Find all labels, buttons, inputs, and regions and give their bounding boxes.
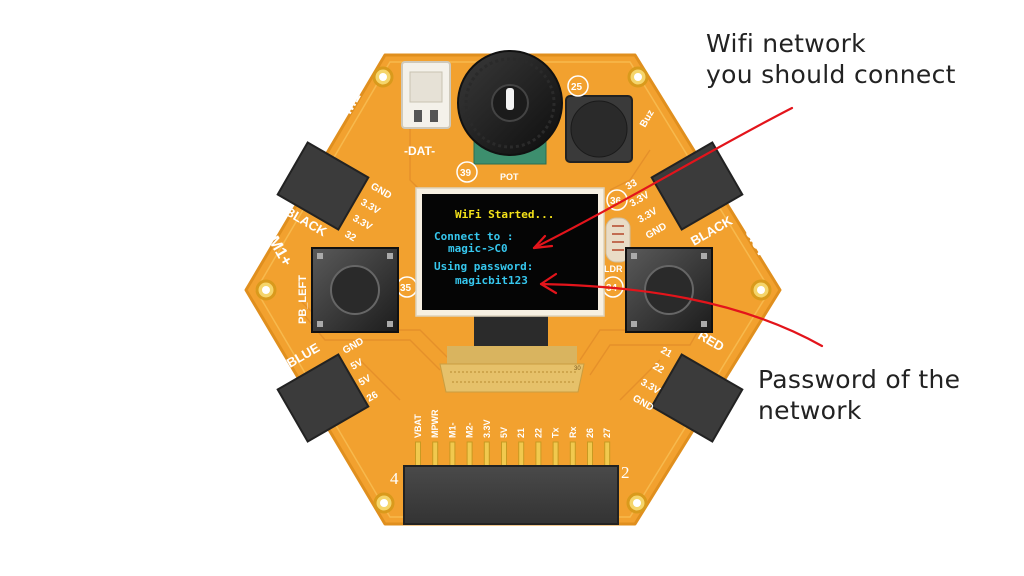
pin-circle-39: 39: [456, 161, 478, 183]
annotation-password: Password of the network: [758, 364, 960, 426]
label-pb-left: PB_LEFT: [297, 275, 309, 324]
label-dat: -DAT-: [404, 144, 435, 158]
annotation-text: Password of the: [758, 365, 961, 394]
mounting-holes: [255, 66, 772, 514]
pin-circle-35: 35: [396, 276, 418, 298]
header-pin: [415, 441, 421, 469]
pin-label: 5V: [349, 357, 365, 373]
arrow-head-network: [532, 234, 554, 250]
dat-connector: [401, 61, 451, 129]
potentiometer: [457, 50, 563, 165]
header-pin: [466, 441, 473, 469]
oled-line-3: magic->C0: [448, 242, 508, 255]
pin-circle-25: 25: [567, 75, 589, 97]
header-pin: [535, 441, 542, 469]
ldr-sensor: [605, 217, 631, 263]
arrow-to-network-name: [532, 106, 794, 250]
header-pin-label: 3.3V: [482, 419, 492, 438]
pin-label: 22: [651, 361, 667, 376]
header-pin: [449, 441, 456, 469]
pin-number: 35: [400, 283, 412, 294]
ribbon-cable: [439, 346, 585, 393]
header-pins: [415, 441, 611, 469]
header-pin-label: 26: [585, 428, 595, 438]
port-connector-red: [650, 353, 744, 443]
header-pin-label: 21: [516, 428, 526, 438]
pin-label: 5V: [357, 373, 373, 389]
pin-label: 26: [365, 389, 381, 404]
header-pin-label: 5V: [499, 427, 509, 438]
pin-number: 39: [460, 168, 472, 179]
pin-label: 21: [659, 345, 675, 360]
oled-line-5: magicbit123: [455, 274, 528, 287]
oled-line-4: Using password:: [434, 260, 533, 273]
annotation-wifi-network: Wifi network you should connect: [706, 28, 956, 90]
buzzer: [565, 95, 633, 163]
annotation-text: Wifi network: [706, 29, 866, 58]
arrow-to-password: [539, 282, 824, 348]
arrow-head-password: [539, 272, 558, 295]
header-pin: [501, 441, 507, 469]
header-pin-label: VBAT: [413, 414, 423, 438]
pin-number: 25: [571, 82, 583, 93]
pin-circle-36: 36: [606, 189, 628, 211]
header-pin-label: M2-: [465, 422, 475, 438]
annotation-text: network: [758, 396, 862, 425]
header-pin-labels: VBAT MPWR M1- M2- 3.3V 5V 21 22 Tx Rx 26 27: [413, 409, 612, 438]
header-pin: [518, 441, 525, 469]
label-ldr: LDR: [604, 264, 623, 274]
push-button-left: [311, 247, 399, 333]
port-connector-black-right: [650, 141, 744, 231]
header-pin-label: Rx: [568, 426, 578, 438]
oled-line-2: Connect to :: [434, 230, 513, 243]
header-pin-label: MPWR: [430, 409, 440, 438]
pin-label: 33: [624, 177, 640, 192]
label-ribbon-number: 30: [574, 366, 581, 372]
header-pin: [604, 441, 611, 469]
port-connector-black-left: [276, 141, 370, 231]
label-corner-2: 2: [621, 463, 630, 482]
header-pin: [483, 441, 490, 469]
label-pot: POT: [500, 172, 519, 182]
header-pin: [552, 441, 559, 469]
annotation-text: you should connect: [706, 60, 956, 89]
header-pin-label: M1-: [447, 422, 457, 438]
pin-label: 32: [343, 229, 359, 244]
header-pin: [432, 441, 439, 469]
label-corner-4: 4: [390, 469, 399, 488]
header-pin: [569, 441, 576, 469]
annotation-arrows: [532, 106, 824, 348]
header-pin-label: Tx: [551, 427, 561, 438]
header-pin-label: 27: [602, 428, 612, 438]
oled-line-1: WiFi Started...: [455, 208, 554, 221]
pin-header: [403, 465, 619, 525]
oled-display: WiFi Started... Connect to : magic->C0 U…: [415, 187, 605, 346]
port-connector-blue: [276, 353, 370, 443]
pin-number: 36: [610, 196, 622, 207]
header-pin-label: 22: [533, 428, 543, 438]
header-pin: [587, 441, 593, 469]
